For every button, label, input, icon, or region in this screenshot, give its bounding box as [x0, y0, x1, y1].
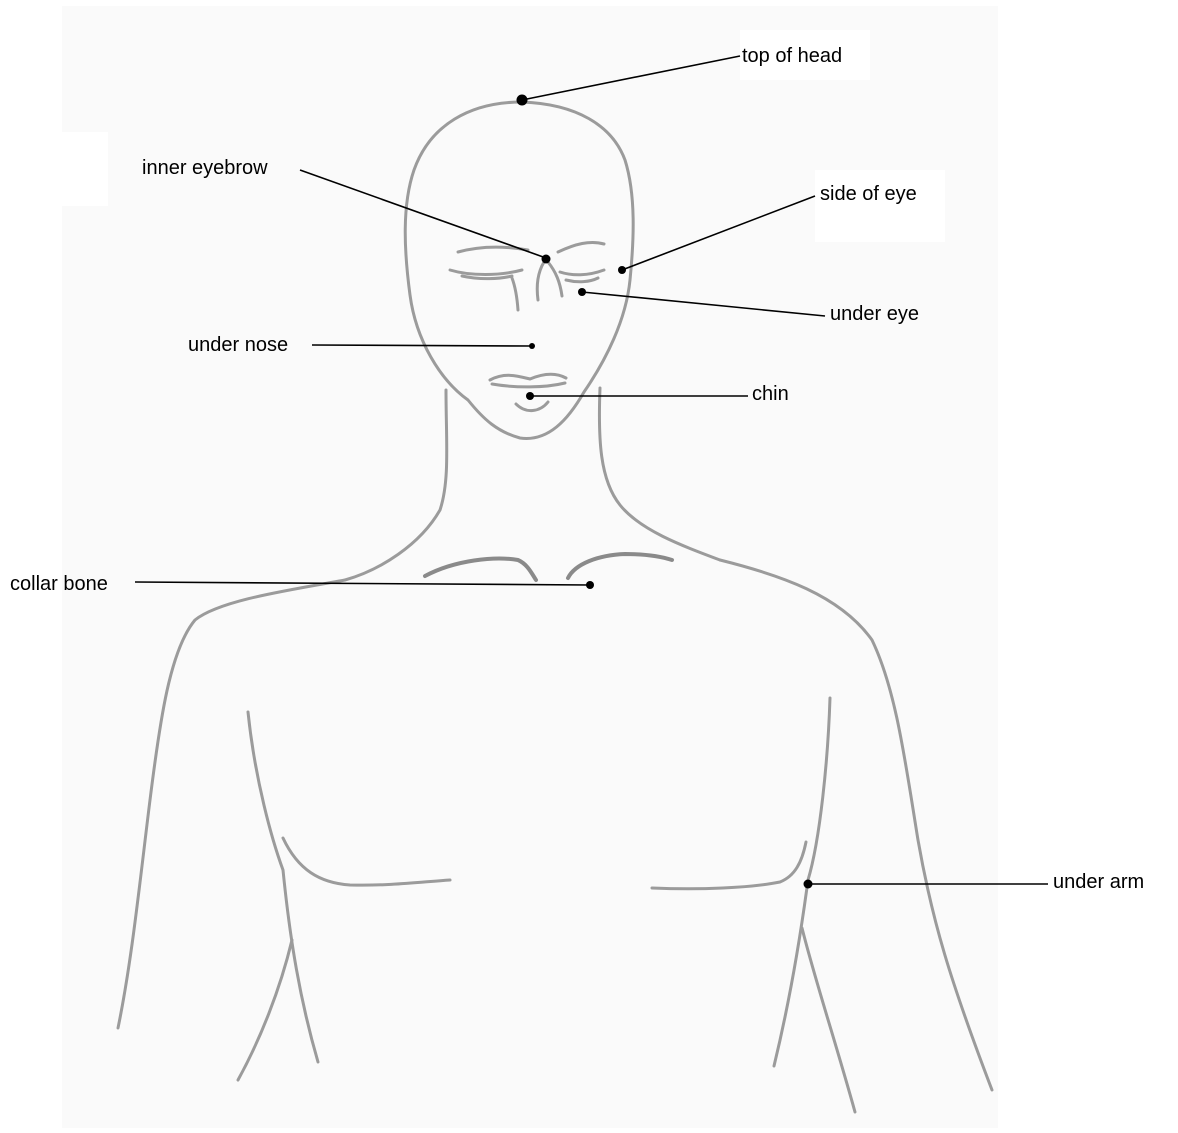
left-lower-branch: [238, 940, 292, 1080]
upper-lip: [490, 374, 566, 380]
nose-bridge-right: [548, 262, 562, 296]
leader-inner-eyebrow: [300, 170, 546, 258]
right-lower-branch: [802, 928, 855, 1112]
point-chin: [526, 392, 534, 400]
left-shoulder-arm: [118, 580, 345, 1028]
left-eye: [450, 270, 522, 275]
label-collar-bone: collar bone: [10, 572, 108, 596]
label-chin: chin: [752, 382, 789, 406]
neck-left: [345, 390, 447, 580]
leader-top-of-head: [522, 56, 740, 100]
leader-under-nose: [312, 345, 532, 346]
left-collarbone: [425, 559, 536, 580]
point-under-nose: [529, 343, 535, 349]
point-under-eye: [578, 288, 586, 296]
leader-under-eye: [582, 292, 825, 316]
right-collarbone: [568, 554, 672, 578]
label-under-arm: under arm: [1053, 870, 1144, 894]
label-side-of-eye: side of eye: [820, 182, 917, 206]
point-collar-bone: [586, 581, 594, 589]
right-shoulder-arm: [720, 560, 992, 1090]
point-top-of-head: [517, 95, 528, 106]
leader-side-of-eye: [622, 196, 815, 270]
left-torso-line: [248, 712, 318, 1062]
point-inner-eyebrow: [542, 255, 551, 264]
point-under-arm: [804, 880, 813, 889]
left-pectoral: [283, 838, 450, 885]
lip-line: [492, 383, 565, 387]
leader-collar-bone: [135, 582, 590, 585]
neck-right: [599, 388, 720, 560]
label-inner-eyebrow: inner eyebrow: [142, 156, 268, 180]
right-eye: [560, 270, 604, 275]
right-eye-lower: [566, 278, 598, 282]
label-top-of-head: top of head: [742, 44, 842, 68]
right-pectoral: [652, 842, 806, 889]
right-eyebrow: [558, 242, 604, 252]
label-under-nose: under nose: [188, 333, 288, 357]
nose-side: [512, 278, 518, 310]
nose-bridge-left: [537, 262, 544, 300]
lower-lip: [516, 402, 548, 411]
left-eye-lower: [462, 276, 512, 279]
point-side-of-eye: [618, 266, 626, 274]
label-under-eye: under eye: [830, 302, 919, 326]
